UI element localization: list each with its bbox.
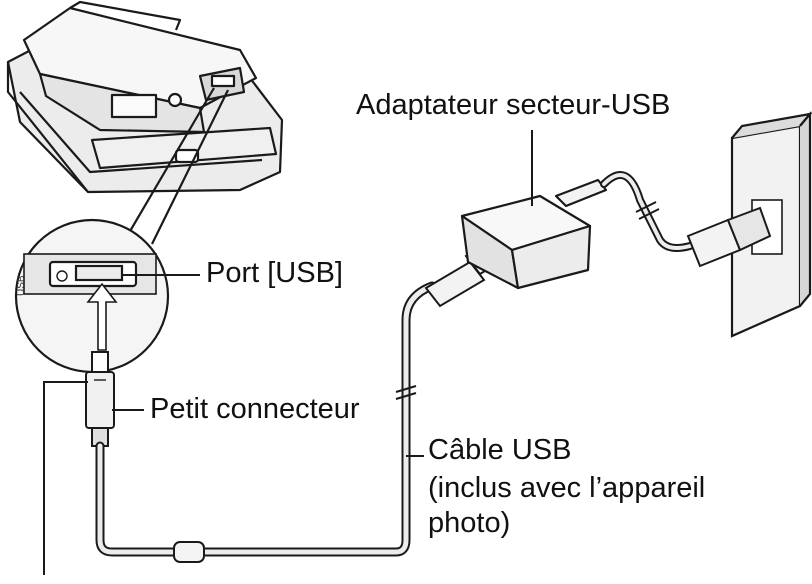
ac-power-cord <box>600 171 694 252</box>
label-usb-cable: Câble USB <box>428 434 572 466</box>
label-usb-port: Port [USB] <box>206 257 343 289</box>
ac-plug <box>686 206 772 268</box>
small-connector-plug <box>85 351 115 447</box>
label-small-connector: Petit connecteur <box>150 393 360 425</box>
magnified-port-view: USB <box>14 218 170 374</box>
camera-cradle-illustration <box>6 0 284 245</box>
usb-cable <box>95 281 437 557</box>
label-cable-note: (inclus avec l’appareil photo) <box>428 472 706 539</box>
label-ac-usb-adapter: Adaptateur secteur-USB <box>356 89 671 121</box>
ferrite-core <box>173 541 205 563</box>
cable-break-marks <box>395 385 417 400</box>
ac-adapter-illustration <box>460 178 608 290</box>
leader-lines <box>43 130 533 575</box>
svg-text:USB: USB <box>16 275 27 296</box>
